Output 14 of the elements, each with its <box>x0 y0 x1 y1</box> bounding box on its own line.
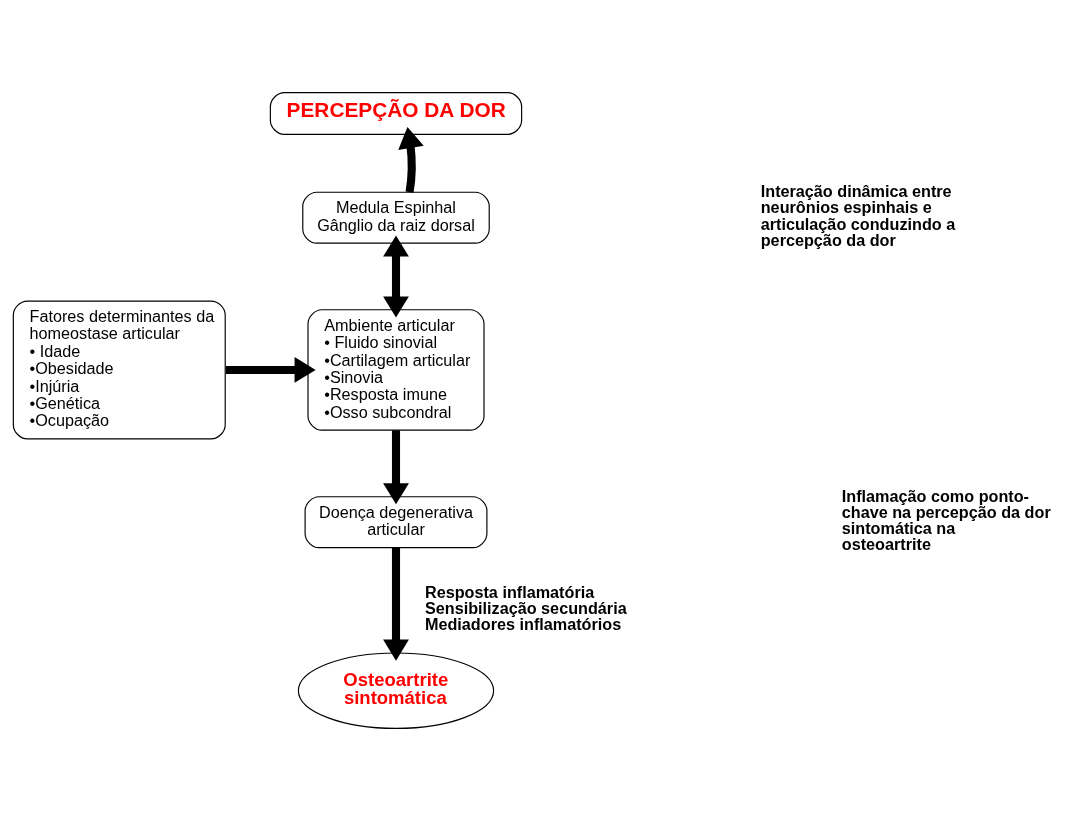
node-box: Ambiente articular • Fluido sinovial •Cartilagem articular •Sinovia •Resposta imune •Osso subcondral <box>307 308 485 431</box>
arrow <box>383 547 409 661</box>
node-box: Doença degenerativa articular <box>304 495 488 548</box>
arrow <box>383 429 409 504</box>
node-box: Fatores determinantes da homeostase articular • Idade •Obesidade •Injúria •Genética •Ocupação <box>12 299 226 439</box>
node-box: PERCEPÇÃO DA DOR <box>269 91 523 135</box>
arrow <box>398 126 424 193</box>
arrow <box>225 356 316 383</box>
node-ellipse: Osteoartrite sintomática <box>297 651 495 729</box>
label: Inflamação como ponto-chave na percepção da dor sintomática na osteoartrite <box>841 486 1051 553</box>
edge-label: Resposta inflamatória Sensibilização secundária Mediadores inflamatórios <box>424 582 627 633</box>
arrow <box>383 235 409 317</box>
label: Interação dinâmica entre neurônios espinhais e articulação conduzindo a percepção da dor <box>760 181 956 249</box>
node-box: Medula Espinhal Gânglio da raiz dorsal <box>302 191 490 244</box>
